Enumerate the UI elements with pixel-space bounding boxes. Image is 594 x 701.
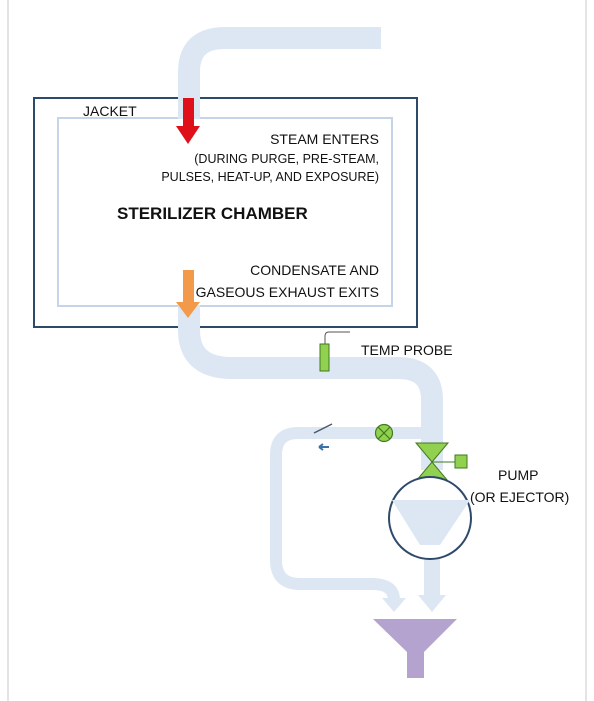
exhaust-arrow-head bbox=[176, 302, 200, 318]
control-valve-icon bbox=[414, 442, 450, 463]
chamber-label: STERILIZER CHAMBER bbox=[117, 204, 308, 223]
sterilizer-chamber bbox=[57, 117, 393, 307]
drain-pipe bbox=[178, 305, 443, 470]
bypass-pipe bbox=[270, 427, 432, 601]
steam-arrow-shaft bbox=[183, 98, 194, 128]
pump-outlet-arrowhead bbox=[418, 595, 446, 612]
jacket-label: JACKET bbox=[83, 103, 137, 119]
pump-label: PUMP bbox=[498, 467, 538, 483]
exhaust-arrow-shaft bbox=[183, 270, 194, 304]
steam-arrow-head bbox=[176, 126, 200, 144]
pump-alt-label: (OR EJECTOR) bbox=[470, 489, 569, 505]
check-valve-icon bbox=[313, 423, 333, 434]
temp-probe-icon bbox=[319, 343, 330, 372]
actuator-icon bbox=[454, 454, 468, 469]
steam-note-line-1: (DURING PURGE, PRE-STEAM, bbox=[194, 152, 379, 166]
page-border bbox=[7, 0, 587, 701]
bypass-arrowhead bbox=[382, 598, 406, 612]
steam-note-line-2: PULSES, HEAT-UP, AND EXPOSURE) bbox=[161, 170, 379, 184]
exit-label-line-1: CONDENSATE AND bbox=[250, 262, 379, 278]
valve-cross-icon bbox=[377, 426, 391, 440]
temp-probe-label: TEMP PROBE bbox=[361, 342, 453, 358]
steam-enters-label: STEAM ENTERS bbox=[270, 131, 379, 147]
pump-impeller-icon bbox=[392, 500, 470, 545]
drain-funnel-icon bbox=[373, 619, 457, 678]
exit-label-line-2: GASEOUS EXHAUST EXITS bbox=[196, 284, 379, 300]
check-valve-arrow-icon bbox=[318, 443, 329, 451]
steam-supply-pipe bbox=[178, 27, 381, 100]
temp-probe-wire bbox=[324, 331, 350, 345]
